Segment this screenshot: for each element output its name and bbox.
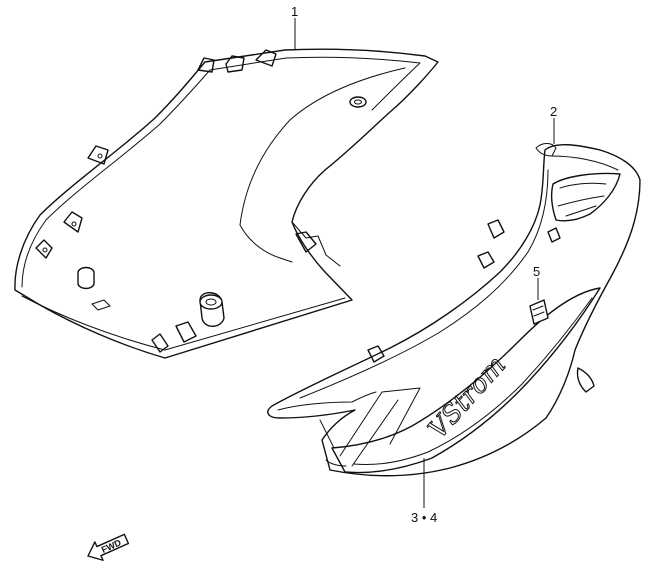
fwd-label: FWD — [100, 537, 123, 555]
callout-part-5: 5 — [533, 264, 540, 279]
callout-part-1: 1 — [291, 4, 298, 19]
decal-lettering: VStrom — [423, 350, 512, 444]
frame-cover-left — [14, 48, 439, 359]
callout-part-2: 2 — [550, 104, 557, 119]
emblem-badge — [529, 299, 549, 325]
side-cover-right: VStrom — [267, 143, 641, 477]
callout-part-3-4: 3 • 4 — [411, 510, 437, 525]
forward-arrow-icon: FWD — [87, 533, 130, 561]
